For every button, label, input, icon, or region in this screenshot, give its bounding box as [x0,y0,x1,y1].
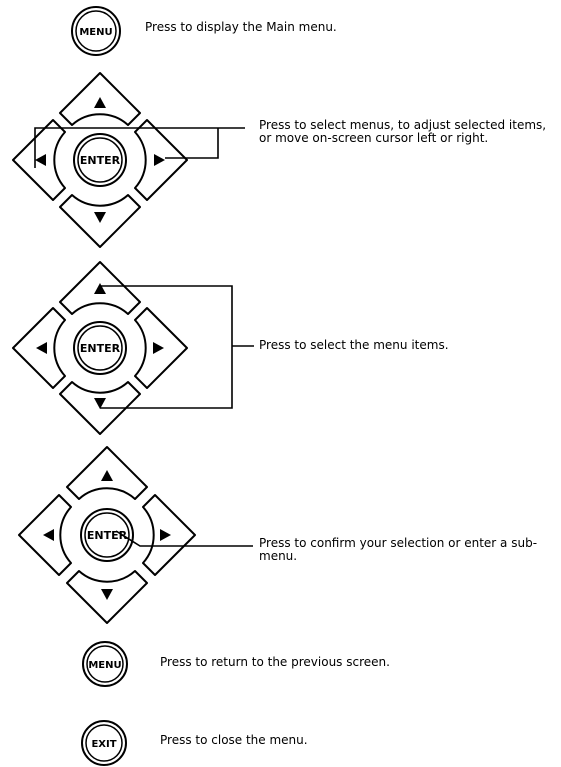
dpad-right-key[interactable] [134,307,188,389]
menu-button-label: MENU [79,27,112,38]
dpad-left-key[interactable] [18,494,72,576]
enter-button[interactable]: ENTER [80,508,134,562]
menu-back-button-label: MENU [88,660,121,671]
dpad-up-key[interactable] [59,261,141,315]
dpad-up-down: ENTER [12,261,254,435]
up-arrow-icon [94,283,106,294]
left-arrow-icon [43,529,54,541]
dpad-up-key[interactable] [59,72,141,126]
callout-bracket-left-right [34,127,245,168]
exit-button[interactable]: EXIT [81,720,127,766]
right-arrow-icon [153,342,164,354]
menu-button[interactable]: MENU [71,6,121,56]
menu-back-button[interactable]: MENU [82,641,128,687]
exit-button-label: EXIT [91,739,116,750]
close-menu-description: Press to close the menu. [160,733,308,747]
left-arrow-icon [35,154,46,166]
enter-description: Press to confirm your selection or enter… [259,536,538,563]
enter-button-label: ENTER [80,154,121,167]
left-arrow-icon [36,342,47,354]
main-menu-description: Press to display the Main menu. [145,20,337,34]
dpad-left-right: ENTER [12,72,245,248]
up-arrow-icon [101,470,113,481]
down-arrow-icon [94,398,106,409]
up-arrow-icon [94,97,106,108]
down-arrow-icon [101,589,113,600]
dpad-enter: ENTER [18,446,253,624]
callout-bracket-up-down [100,285,254,409]
enter-button[interactable]: ENTER [73,321,127,375]
right-arrow-icon [160,529,171,541]
dpad-left-key[interactable] [12,119,66,201]
dpad-down-key[interactable] [59,194,141,248]
dpad-down-key[interactable] [66,570,148,624]
dpad-up-key[interactable] [66,446,148,500]
enter-button[interactable]: ENTER [73,133,127,187]
enter-button-label: ENTER [80,342,121,355]
right-arrow-icon [154,154,165,166]
dpad-right-key[interactable] [142,494,196,576]
previous-screen-description: Press to return to the previous screen. [160,655,390,669]
dpad-left-key[interactable] [12,307,66,389]
up-down-description: Press to select the menu items. [259,338,449,352]
down-arrow-icon [94,212,106,223]
dpad-right-key[interactable] [134,119,188,201]
left-right-description: Press to select menus, to adjust selecte… [259,118,547,145]
callout-line-enter [115,530,253,547]
enter-button-label: ENTER [87,529,128,542]
